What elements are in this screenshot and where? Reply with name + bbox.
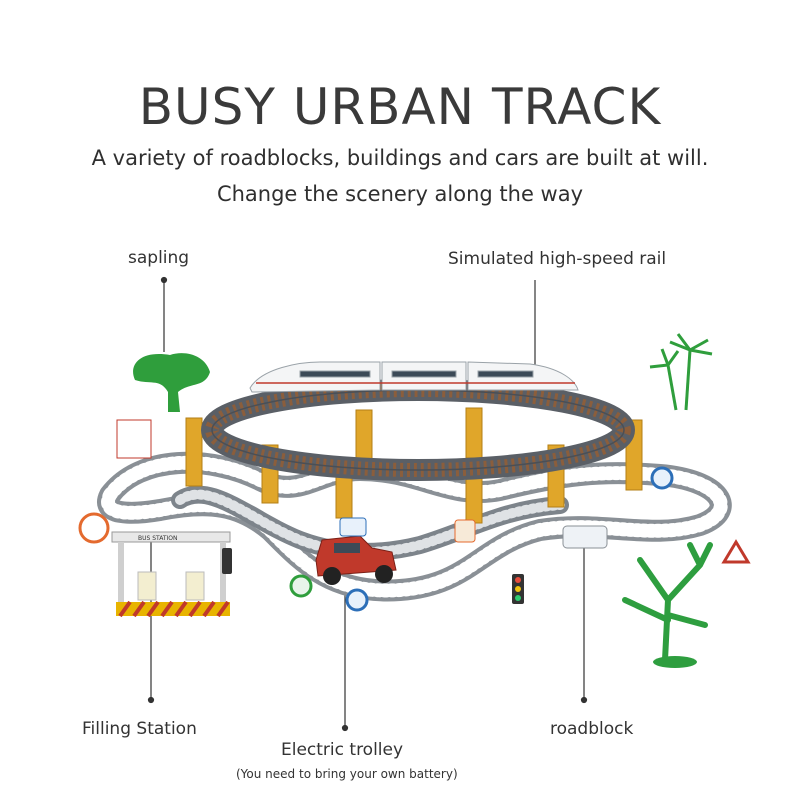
subtitle-line-2: Change the scenery along the way: [216, 182, 584, 206]
palm-tree-icon: [649, 333, 713, 411]
triangle-sign-icon: [721, 539, 751, 564]
warning-board-icon: [116, 419, 152, 459]
label-rail: Simulated high-speed rail: [448, 249, 667, 269]
high-speed-train: [249, 361, 579, 393]
worker-sign-icon: [454, 519, 476, 543]
warning-sign-icon: [78, 512, 110, 544]
tree-base: [653, 656, 697, 668]
label-sapling: sapling: [128, 248, 190, 268]
road-sign-icons: [78, 419, 751, 612]
lower-track: [97, 451, 732, 602]
round-sign-icon: [289, 574, 313, 598]
blue-sign-icon: [345, 588, 369, 612]
sapling-tree-icon: [133, 353, 210, 412]
upper-oval-track: [201, 379, 635, 481]
bus-stop-sign-icon: [650, 466, 674, 490]
train-sign-icon: [562, 525, 608, 549]
blue-board-icon: [339, 517, 367, 537]
label-battery-note: (You need to bring your own battery): [236, 767, 458, 781]
electric-trolley-car: [315, 535, 397, 585]
label-filling-station: Filling Station: [82, 719, 197, 739]
roadside-tree-icon: [622, 542, 713, 663]
page-title: BUSY URBAN TRACK: [138, 78, 662, 136]
label-electric-trolley: Electric trolley: [281, 740, 404, 760]
station-sign-text: BUS STATION: [138, 535, 178, 542]
filling-station: [111, 531, 231, 618]
traffic-light-icon-2: [222, 548, 232, 574]
label-roadblock: roadblock: [550, 719, 634, 739]
subtitle-line-1: A variety of roadblocks, buildings and c…: [91, 146, 709, 170]
